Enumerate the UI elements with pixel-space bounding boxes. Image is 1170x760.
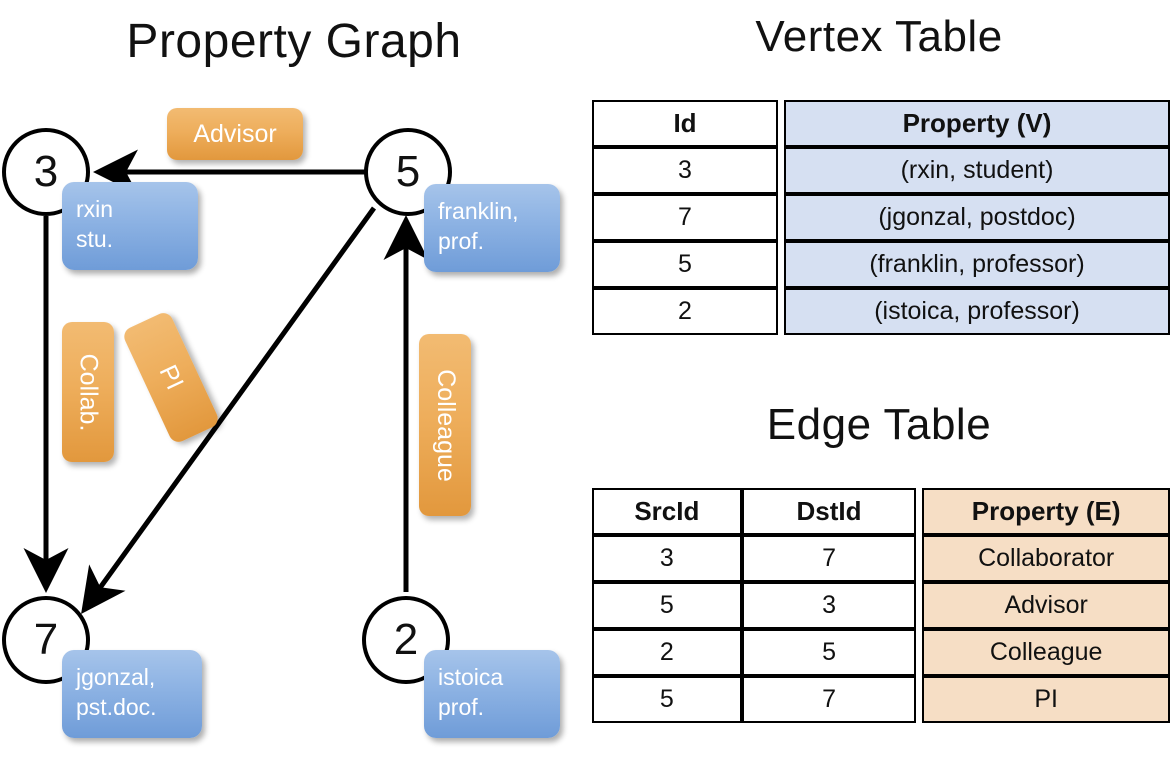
vertex-row-0-property: (rxin, student) <box>784 147 1170 194</box>
graph-node-5-label: 5 <box>395 147 421 196</box>
graph-node-5[interactable]: 5 <box>364 128 452 216</box>
edge-row-0-dst: 7 <box>741 535 917 582</box>
edge-row-2-property: Colleague <box>922 629 1170 676</box>
edge-row-3-dst: 7 <box>741 676 917 723</box>
edge-table-header-row: SrcId DstId Property (E) <box>592 488 1170 535</box>
vertex-property-box-franklin: franklin, prof. <box>424 184 560 272</box>
vertex-property-franklin-line1: franklin, <box>438 198 519 224</box>
vertex-property-istoica-line1: istoica <box>438 664 504 690</box>
edge-row-3-property: PI <box>922 676 1170 723</box>
table-row[interactable]: 5 (franklin, professor) <box>592 241 1170 288</box>
edge-table-header-srcid: SrcId <box>592 488 742 535</box>
vertex-table: Id Property (V) 3 (rxin, student) 7 (jgo… <box>592 100 1170 335</box>
table-row[interactable]: 2 (istoica, professor) <box>592 288 1170 335</box>
graph-node-7-label: 7 <box>33 615 59 664</box>
graph-node-3[interactable]: 3 <box>2 128 90 216</box>
edge-row-0-property: Collaborator <box>922 535 1170 582</box>
edge-row-3-src: 5 <box>592 676 742 723</box>
edge-label-advisor: Advisor <box>167 108 303 160</box>
graph-node-2-label: 2 <box>393 615 419 664</box>
vertex-table-header-prop: Property (V) <box>784 100 1170 147</box>
edge-table-header-dstid: DstId <box>741 488 917 535</box>
edge-label-collab: Collab. <box>62 322 114 462</box>
vertex-row-0-id: 3 <box>592 147 778 194</box>
page-title-property-graph: Property Graph <box>126 15 462 68</box>
edge-row-1-dst: 3 <box>741 582 917 629</box>
edge-label-advisor-text: Advisor <box>193 119 277 148</box>
edge-row-2-src: 2 <box>592 629 742 676</box>
page-title-edge-table: Edge Table <box>766 400 992 449</box>
graph-node-3-label: 3 <box>33 147 59 196</box>
table-row[interactable]: 5 3 Advisor <box>592 582 1170 629</box>
table-row[interactable]: 3 7 Collaborator <box>592 535 1170 582</box>
edge-row-1-src: 5 <box>592 582 742 629</box>
vertex-row-3-id: 2 <box>592 288 778 335</box>
edge-label-colleague: Colleague <box>419 334 471 516</box>
vertex-property-box-istoica: istoica prof. <box>424 650 560 738</box>
edge-label-collab-text: Collab. <box>74 353 103 431</box>
vertex-property-box-jgonzal: jgonzal, pst.doc. <box>62 650 202 738</box>
vertex-property-rxin-line2: stu. <box>76 226 114 252</box>
vertex-row-1-property: (jgonzal, postdoc) <box>784 194 1170 241</box>
edge-table: SrcId DstId Property (E) 3 7 Collaborato… <box>592 488 1170 723</box>
table-row[interactable]: 5 7 PI <box>592 676 1170 723</box>
vertex-property-rxin-line1: rxin <box>76 196 114 222</box>
vertex-property-franklin-line2: prof. <box>438 228 485 254</box>
vertex-property-jgonzal-line2: pst.doc. <box>76 694 157 720</box>
vertex-table-header-id: Id <box>592 100 778 147</box>
edge-label-pi-text: PI <box>153 360 190 394</box>
vertex-property-box-rxin: rxin stu. <box>62 182 198 270</box>
table-row[interactable]: 7 (jgonzal, postdoc) <box>592 194 1170 241</box>
vertex-table-header-row: Id Property (V) <box>592 100 1170 147</box>
property-graph-diagram: 3 5 7 2 rxin stu. franklin, prof. jgonza… <box>0 80 588 760</box>
vertex-property-istoica-line2: prof. <box>438 694 485 720</box>
vertex-row-1-id: 7 <box>592 194 778 241</box>
edge-label-colleague-text: Colleague <box>431 368 460 482</box>
graph-edges-svg <box>23 149 429 615</box>
edge-table-header-prop: Property (E) <box>922 488 1170 535</box>
vertex-row-2-id: 5 <box>592 241 778 288</box>
vertex-property-jgonzal-line1: jgonzal, <box>76 664 156 690</box>
table-row[interactable]: 2 5 Colleague <box>592 629 1170 676</box>
page-title-vertex-table: Vertex Table <box>755 12 1003 61</box>
edge-row-0-src: 3 <box>592 535 742 582</box>
edge-5-to-7 <box>81 206 377 615</box>
vertex-row-2-property: (franklin, professor) <box>784 241 1170 288</box>
table-row[interactable]: 3 (rxin, student) <box>592 147 1170 194</box>
edge-row-2-dst: 5 <box>741 629 917 676</box>
vertex-row-3-property: (istoica, professor) <box>784 288 1170 335</box>
edge-row-1-property: Advisor <box>922 582 1170 629</box>
